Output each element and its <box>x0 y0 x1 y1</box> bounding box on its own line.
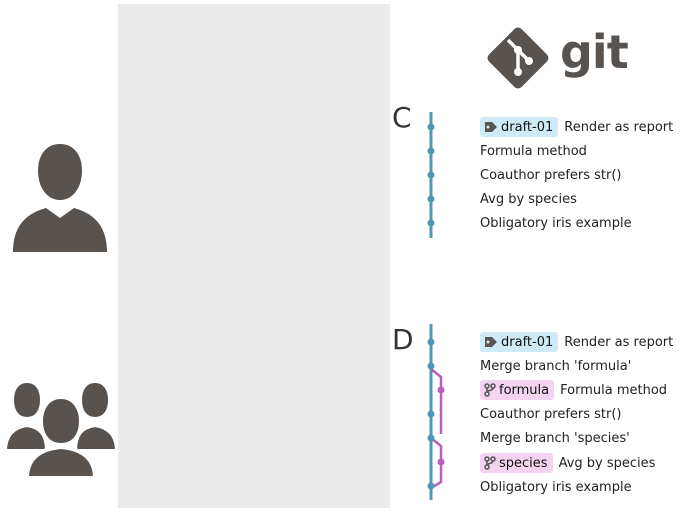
panel-c-graph <box>427 112 435 238</box>
commit-dot <box>427 123 435 131</box>
commit-row: formula Formula method <box>480 379 667 401</box>
branch-badge: formula <box>480 380 555 400</box>
tag-label: draft-01 <box>501 119 554 135</box>
commit-message: Formula method <box>480 143 587 159</box>
commit-message: Obligatory iris example <box>480 479 632 495</box>
group-icon <box>5 378 117 480</box>
branch-badge: species <box>480 453 553 473</box>
commit-dot <box>427 410 435 418</box>
git-logo-text: git <box>560 25 629 79</box>
commit-message: Avg by species <box>480 191 577 207</box>
commit-row: Merge branch 'species' <box>480 427 630 449</box>
panel-d-letter: D <box>392 323 414 356</box>
commit-message: Render as report <box>564 334 674 350</box>
tag-icon <box>485 122 497 132</box>
commit-message: Avg by species <box>558 455 656 471</box>
commit-dot <box>427 338 435 346</box>
commit-row: draft-01 Render as report <box>480 116 673 138</box>
commit-message: Coauthor prefers str() <box>480 167 622 183</box>
commit-dot <box>437 458 445 466</box>
panel-d-graph <box>427 324 445 500</box>
commit-message: Merge branch 'formula' <box>480 358 632 374</box>
commit-dot <box>437 386 445 394</box>
commit-row: Obligatory iris example <box>480 476 632 498</box>
commit-message: Obligatory iris example <box>480 215 632 231</box>
branch-label: species <box>499 455 548 471</box>
git-logo-icon <box>487 27 549 89</box>
commit-row: Merge branch 'formula' <box>480 355 631 377</box>
commit-message: Render as report <box>564 119 674 135</box>
commit-row: draft-01 Render as report <box>480 331 673 353</box>
commit-dot <box>427 195 435 203</box>
commit-row: Avg by species <box>480 188 577 210</box>
commit-dot <box>427 482 435 490</box>
commit-message: Coauthor prefers str() <box>480 406 622 422</box>
commit-row: Obligatory iris example <box>480 212 632 234</box>
blank-panel <box>118 4 390 508</box>
person-icon <box>13 144 107 252</box>
tag-label: draft-01 <box>501 334 554 350</box>
panel-c-letter: C <box>392 101 412 134</box>
commit-row: Coauthor prefers str() <box>480 403 622 425</box>
commit-row: Coauthor prefers str() <box>480 164 622 186</box>
commit-row: Formula method <box>480 140 587 162</box>
branch-icon <box>484 456 496 470</box>
commit-dot <box>427 434 435 442</box>
tag-icon <box>485 337 497 347</box>
branch-label: formula <box>499 382 550 398</box>
commit-dot <box>427 219 435 227</box>
commit-dot <box>427 147 435 155</box>
tag-badge: draft-01 <box>480 332 559 352</box>
tag-badge: draft-01 <box>480 117 559 137</box>
commit-row: species Avg by species <box>480 452 655 474</box>
commit-dot <box>427 362 435 370</box>
branch-icon <box>484 383 496 397</box>
commit-message: Formula method <box>560 382 668 398</box>
commit-dot <box>427 171 435 179</box>
commit-message: Merge branch 'species' <box>480 430 630 446</box>
